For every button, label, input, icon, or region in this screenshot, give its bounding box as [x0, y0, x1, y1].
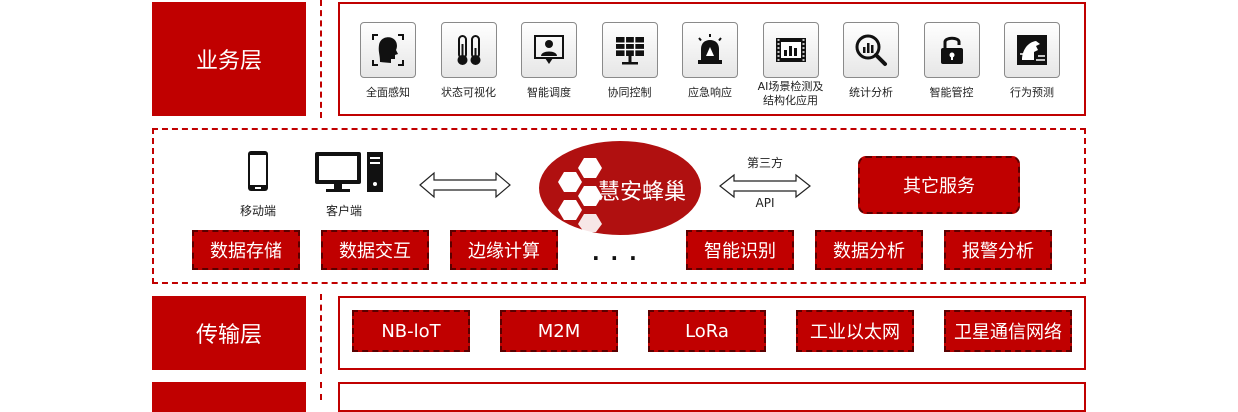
transport-m2m[interactable]: M2M — [500, 310, 618, 352]
face-scan-icon — [360, 22, 416, 78]
function-label: 数据分析 — [833, 241, 905, 262]
function-label: 报警分析 — [962, 241, 1034, 262]
other-services-label: 其它服务 — [903, 176, 975, 197]
transport-frame — [338, 296, 1086, 370]
icon-label: 智能调度 — [527, 86, 571, 99]
transport-industrial-ethernet[interactable]: 工业以太网 — [796, 310, 914, 352]
core-platform-ellipse[interactable]: 慧安蜂巢 — [536, 138, 704, 238]
transport-label: NB-loT — [381, 320, 441, 342]
third-party-label: 第三方 — [746, 156, 783, 170]
icon-cell-0[interactable]: 全面感知 — [360, 22, 416, 116]
transport-satellite-network[interactable]: 卫星通信网络 — [944, 310, 1072, 352]
icon-label: 全面感知 — [366, 86, 410, 99]
function-alarm-analysis[interactable]: 报警分析 — [944, 230, 1052, 270]
function-label: 数据交互 — [339, 241, 411, 262]
platform-frame — [152, 128, 1086, 284]
icon-label-line-2: 结构化应用 — [763, 94, 818, 107]
icon-cell-1[interactable]: 状态可视化 — [440, 22, 497, 116]
transport-label: M2M — [537, 320, 581, 342]
icon-cell-4[interactable]: 应急响应 — [682, 22, 738, 116]
function-label: 数据存储 — [210, 241, 282, 262]
film-icon — [762, 22, 819, 78]
separator-bottom — [320, 382, 322, 400]
layer-label-bottom — [152, 382, 306, 412]
other-services-button[interactable]: 其它服务 — [858, 156, 1020, 214]
mobile-label: 移动端 — [239, 204, 276, 218]
alarm-light-icon — [682, 22, 738, 78]
icon-label-line-1: AI场景检测及 — [757, 80, 824, 93]
layer-label-business-text: 业务层 — [195, 49, 262, 74]
layer-label-transport-text: 传输层 — [195, 323, 262, 348]
icon-cell-6[interactable]: 统计分析 — [843, 22, 899, 116]
mobile-device[interactable]: 移动端 — [236, 150, 280, 220]
more-ellipsis: · · · — [592, 246, 639, 270]
thermometer-icon — [440, 22, 497, 78]
prediction-icon — [1004, 22, 1060, 78]
function-data-exchange[interactable]: 数据交互 — [321, 230, 429, 270]
desktop-computer-icon — [315, 152, 383, 192]
business-frame — [338, 2, 1086, 116]
function-data-analysis[interactable]: 数据分析 — [815, 230, 923, 270]
function-label: 边缘计算 — [468, 241, 540, 262]
business-icons-row: 全面感知 状态可视化 智能调度 协同控制 应急响应 AI场景检测及 结构化应用 — [360, 22, 1060, 116]
separator-business — [320, 0, 322, 118]
honeycomb-logo-icon — [537, 139, 703, 237]
transport-label: LoRa — [685, 320, 729, 342]
client-label: 客户端 — [325, 204, 362, 218]
double-arrow-right-icon — [719, 173, 811, 199]
client-device[interactable]: 客户端 — [310, 150, 390, 220]
separator-transport — [320, 294, 322, 374]
layer-label-business: 业务层 — [152, 2, 306, 116]
icon-label: 协同控制 — [607, 86, 652, 99]
double-arrow-left-icon — [419, 171, 511, 199]
icon-label-multiline: AI场景检测及 结构化应用 — [758, 80, 824, 108]
transport-lora[interactable]: LoRa — [648, 310, 766, 352]
solar-panel-icon — [601, 22, 658, 78]
mobile-phone-icon — [248, 151, 268, 191]
api-label: API — [755, 196, 775, 210]
icon-label: 行为预测 — [1010, 86, 1054, 99]
function-smart-recognition[interactable]: 智能识别 — [686, 230, 794, 270]
magnifier-chart-icon — [843, 22, 899, 78]
core-platform-name: 慧安蜂巢 — [598, 180, 687, 205]
function-label: 智能识别 — [704, 241, 776, 262]
bottom-frame — [338, 382, 1086, 412]
icon-label: 智能管控 — [929, 86, 974, 99]
icon-label: 状态可视化 — [441, 86, 496, 99]
icon-cell-3[interactable]: 协同控制 — [601, 22, 658, 116]
transport-nb-iot[interactable]: NB-loT — [352, 310, 470, 352]
layer-label-transport: 传输层 — [152, 296, 306, 370]
transport-label: 工业以太网 — [810, 322, 900, 343]
icon-label: 应急响应 — [688, 86, 732, 99]
padlock-icon — [923, 22, 980, 78]
icon-cell-7[interactable]: 智能管控 — [923, 22, 980, 116]
icon-label: 统计分析 — [849, 86, 893, 99]
function-edge-computing[interactable]: 边缘计算 — [450, 230, 558, 270]
transport-label: 卫星通信网络 — [954, 322, 1062, 343]
icon-cell-8[interactable]: 行为预测 — [1004, 22, 1060, 116]
icon-cell-2[interactable]: 智能调度 — [521, 22, 577, 116]
icon-cell-5[interactable]: AI场景检测及 结构化应用 — [758, 22, 823, 116]
dispatcher-icon — [521, 22, 577, 78]
function-data-storage[interactable]: 数据存储 — [192, 230, 300, 270]
